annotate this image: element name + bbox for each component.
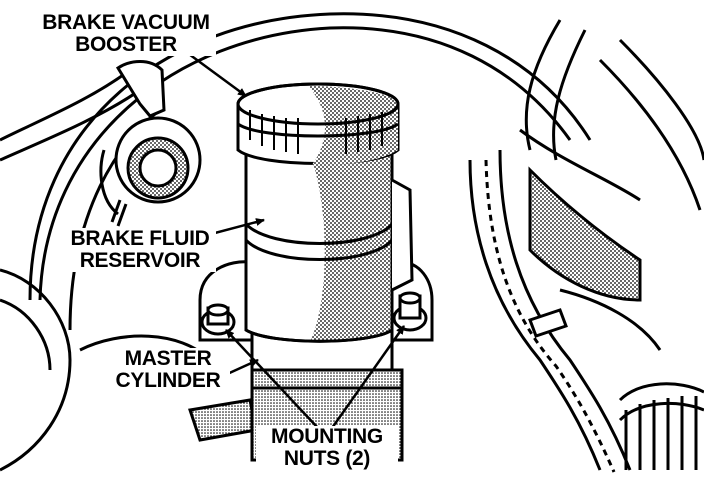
label-brake-vacuum-booster: BRAKE VACUUM BOOSTER: [36, 12, 216, 56]
vacuum-hose: [0, 60, 202, 227]
label-nuts-line2: NUTS (2): [283, 447, 371, 470]
label-master-cylinder: MASTER CYLINDER: [106, 348, 230, 392]
label-brake-fluid-reservoir: BRAKE FLUID RESERVOIR: [64, 228, 216, 272]
label-booster-line2: BOOSTER: [75, 33, 177, 56]
label-nuts-line1: MOUNTING: [271, 425, 383, 448]
reservoir-cap: [236, 82, 400, 166]
label-mounting-nuts: MOUNTING NUTS (2): [256, 426, 398, 470]
label-reservoir-line1: BRAKE FLUID: [70, 227, 210, 250]
label-booster-line1: BRAKE VACUUM: [42, 11, 210, 34]
wiring-harness: [468, 19, 704, 473]
mounting-nut-right: [392, 291, 428, 332]
label-reservoir-line2: RESERVOIR: [79, 249, 201, 272]
mounting-nut-left: [200, 303, 236, 336]
brake-fluid-reservoir: [244, 148, 414, 343]
label-master-line1: MASTER: [124, 347, 212, 370]
label-master-line2: CYLINDER: [115, 369, 221, 392]
